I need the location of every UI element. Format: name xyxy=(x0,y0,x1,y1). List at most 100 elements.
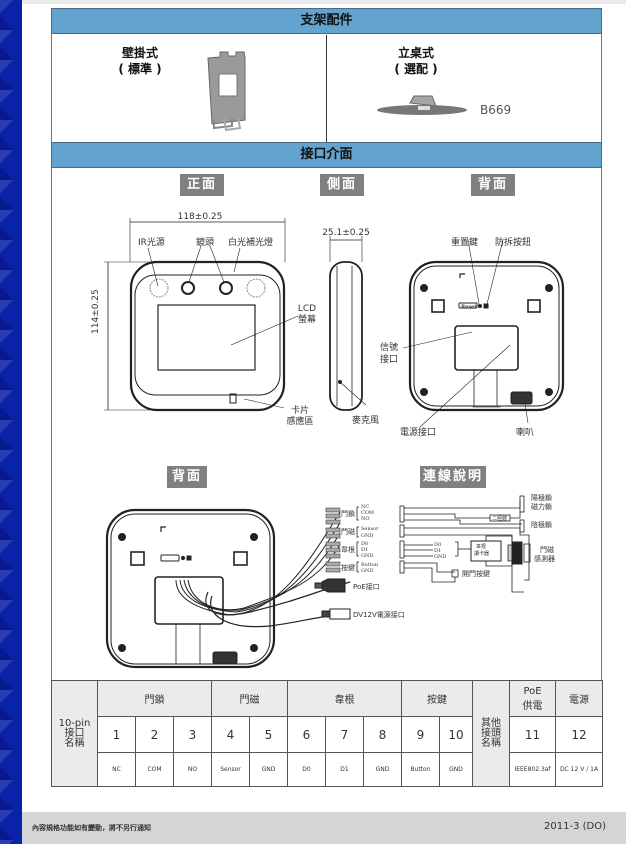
dc-power-port-label: DV12V電源接口 xyxy=(353,611,405,619)
reader-pin-d1: D1 xyxy=(434,548,442,554)
wire-pin-com: COM xyxy=(361,510,375,516)
power-port-label: 電源接口 xyxy=(400,428,437,438)
back-view-wired-drawing xyxy=(105,508,351,669)
other-label-line1: 其他 xyxy=(481,717,501,729)
tag-side: 側面 xyxy=(320,174,364,196)
poe-header-line1: PoE xyxy=(523,685,542,697)
pin-number: 3 xyxy=(173,716,212,753)
tag-wiring-description: 連線說明 xyxy=(420,466,486,488)
group-door-lock: 門鎖 xyxy=(97,680,212,717)
desk-stand-subtitle: ( 選配 ) xyxy=(394,62,438,76)
microphone-label: 麥克風 xyxy=(352,416,380,426)
exit-button-label: 開門按鍵 xyxy=(462,570,490,578)
group-poe: PoE 供電 xyxy=(509,680,556,717)
pin-number: 4 xyxy=(211,716,250,753)
reader-label-line2: 讀卡器 xyxy=(474,551,490,557)
other-label-line3: 名稱 xyxy=(481,737,501,749)
tag-back: 背面 xyxy=(471,174,515,196)
card-area-label-line2: 感應區 xyxy=(286,417,314,427)
pin-signal: GND xyxy=(249,752,288,787)
pin-signal: NO xyxy=(173,752,212,787)
signal-port-label-line1: 信號 xyxy=(380,343,399,353)
door-sensor-label-line2: 感測器 xyxy=(534,555,555,563)
tag-back-wiring: 背面 xyxy=(167,466,207,488)
wire-pin-wiegand-gnd: GND xyxy=(361,553,374,559)
pin-number: 7 xyxy=(325,716,364,753)
group-button: 按鍵 xyxy=(401,680,473,717)
ir-light-label: IR光源 xyxy=(138,238,165,248)
wire-group-wiegand: 韋根 xyxy=(341,546,355,554)
poe-header-line2: 供電 xyxy=(522,700,543,712)
tag-front: 正面 xyxy=(180,174,224,196)
pin-signal: Sensor xyxy=(211,752,250,787)
cathode-lock-label: 陰極鎖 xyxy=(531,521,552,529)
tamper-button-label: 防拆按鈕 xyxy=(495,238,532,248)
pin-number: 2 xyxy=(135,716,174,753)
pin-number: 12 xyxy=(555,716,603,753)
desk-stand-title: 立桌式 xyxy=(397,46,434,60)
wall-bracket-image xyxy=(207,51,246,132)
wiring-connectors xyxy=(314,495,531,620)
pin-signal: D1 xyxy=(325,752,364,787)
wire-pin-d1: D1 xyxy=(361,547,369,553)
wire-pin-sensor: Sensor xyxy=(361,526,379,532)
side-label-line3: 名稱 xyxy=(64,737,85,749)
pin-number: 9 xyxy=(401,716,440,753)
pin-number: 6 xyxy=(287,716,326,753)
other-label-line2: 接頭 xyxy=(481,727,501,739)
pin-number: 5 xyxy=(249,716,288,753)
interface-header: 接口介面 xyxy=(51,142,602,168)
pin-number: 10 xyxy=(439,716,473,753)
signal-port-label-line2: 接口 xyxy=(380,355,399,365)
magnetic-lock-label: 磁力鎖 xyxy=(531,503,552,511)
side-view-drawing xyxy=(329,236,367,411)
footer-version: 2011-3 (DO) xyxy=(544,821,606,832)
wire-pin-no: NO xyxy=(361,516,370,522)
wire-group-door-lock: 門鎖 xyxy=(341,510,355,518)
other-connectors-label: 其他 接頭 名稱 xyxy=(472,680,510,787)
brackets-divider xyxy=(326,35,327,142)
front-width-dimension: 118±0.25 xyxy=(177,212,223,222)
group-door-sensor: 門磁 xyxy=(211,680,288,717)
desk-stand-model: B669 xyxy=(480,103,512,117)
group-power: 電源 xyxy=(555,680,603,717)
reader-pin-gnd: GND xyxy=(434,554,447,560)
pin-table-side-label: 10-pin 接口 名稱 xyxy=(51,680,98,787)
diode-label: 二極體 xyxy=(492,516,508,522)
wire-pin-button: Button xyxy=(361,562,379,568)
reset-key-label: 重置鍵 xyxy=(451,238,479,248)
lcd-label-line2: 螢幕 xyxy=(297,315,316,325)
front-view-drawing xyxy=(104,218,299,412)
wire-pin-button-gnd: GND xyxy=(361,568,374,574)
wire-group-door-sensor: 門磁 xyxy=(341,528,355,536)
side-label-line1: 10-pin xyxy=(58,717,91,729)
pin-signal: D0 xyxy=(287,752,326,787)
pin-signal: IEEE802.3af xyxy=(509,752,556,787)
wall-mount-subtitle: ( 標準 ) xyxy=(118,62,162,76)
decorative-side-stripe xyxy=(0,0,22,844)
reset-button-text: Reset xyxy=(461,304,477,310)
anode-lock-label: 陽極鎖 xyxy=(531,494,552,502)
wire-pin-d0: D0 xyxy=(361,541,369,547)
top-rule xyxy=(22,0,626,4)
reader-pin-d0: D0 xyxy=(434,542,442,548)
pin-number: 11 xyxy=(509,716,556,753)
pin-signal: GND xyxy=(363,752,402,787)
desk-stand-image xyxy=(377,95,467,115)
lens-label: 鏡頭 xyxy=(196,238,215,248)
side-depth-dimension: 25.1±0.25 xyxy=(322,228,370,238)
brackets-header: 支架配件 xyxy=(51,8,602,34)
pin-signal: DC 12 V / 1A xyxy=(555,752,603,787)
wire-group-button: 按鍵 xyxy=(341,564,355,572)
side-label-line2: 接口 xyxy=(64,727,85,739)
pin-number: 1 xyxy=(97,716,136,753)
speaker-label: 喇叭 xyxy=(516,428,535,438)
white-light-label: 白光補光燈 xyxy=(228,238,274,248)
wire-pin-sensor-gnd: GND xyxy=(361,533,374,539)
door-sensor-label-line1: 門磁 xyxy=(540,546,554,554)
pin-table: 10-pin 接口 名稱 門鎖 門磁 韋根 按鍵 其他 接頭 名稱 PoE 供電… xyxy=(51,680,603,787)
wall-mount-title: 壁掛式 xyxy=(121,46,158,60)
